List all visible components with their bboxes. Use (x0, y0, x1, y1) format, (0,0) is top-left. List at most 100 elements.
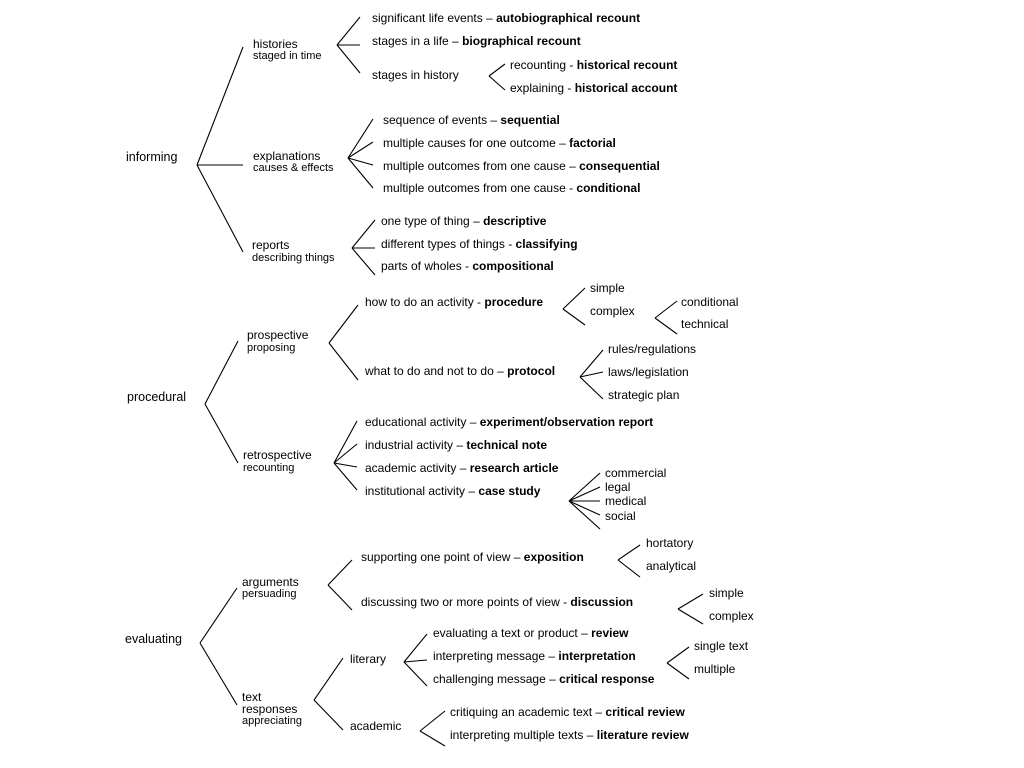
node-academic: academic (350, 719, 401, 733)
branch-interpretation-48 (666, 646, 690, 664)
node-evaluating: evaluating (125, 632, 182, 646)
branch-protocol-24 (579, 371, 604, 378)
node-reports-sub: describing things (252, 252, 335, 264)
branch-literary-47 (403, 661, 428, 687)
branch-discussion-41 (677, 593, 704, 610)
branch-protocol-25 (579, 376, 604, 400)
leaf-procedure-conditional: conditional (681, 295, 738, 309)
node-text-responses-line1: text (242, 690, 262, 704)
leaf-rules-regulations: rules/regulations (608, 342, 696, 356)
leaf-legal: legal (605, 480, 630, 494)
leaf-biographical-recount: stages in a life – biographical recount (372, 34, 581, 48)
node-retrospective-sub: recounting (243, 462, 294, 474)
node-histories-sub: staged in time (253, 50, 321, 62)
node-text-responses-sub: appreciating (242, 715, 302, 727)
branch-case-study-34 (568, 500, 601, 530)
branch-informing-0 (196, 46, 244, 166)
leaf-consequential: multiple outcomes from one cause – conse… (383, 159, 660, 173)
branch-procedure-20 (562, 308, 586, 326)
node-explanations: explanations (253, 149, 320, 163)
branch-prospective-17 (328, 304, 359, 344)
leaf-strategic-plan: strategic plan (608, 388, 679, 402)
branch-histories-5 (336, 44, 361, 74)
branch-explanations-8 (347, 118, 374, 159)
node-arguments: arguments (242, 575, 299, 589)
branch-text-responses-44 (313, 699, 344, 731)
leaf-compositional: parts of wholes - compositional (381, 259, 554, 273)
tree-labels: informing histories staged in time signi… (125, 11, 754, 742)
leaf-autobiographical-recount: significant life events – autobiographic… (372, 11, 640, 25)
branch-exposition-39 (617, 544, 641, 561)
branch-literary-46 (403, 659, 428, 663)
leaf-social: social (605, 509, 636, 523)
leaf-multiple: multiple (694, 662, 736, 676)
node-literary: literary (350, 652, 386, 666)
branch-procedural-15 (204, 340, 239, 405)
branch-arguments-37 (327, 559, 353, 586)
leaf-conditional: multiple outcomes from one cause - condi… (383, 181, 640, 195)
node-retrospective: retrospective (243, 448, 312, 462)
leaf-historical-account: explaining - historical account (510, 81, 677, 95)
leaf-critical-review: critiquing an academic text – critical r… (450, 705, 685, 719)
node-arguments-sub: persuading (242, 588, 296, 600)
branch-exposition-40 (617, 559, 641, 578)
leaf-procedure: how to do an activity - procedure (365, 295, 543, 309)
branch-case-study-31 (568, 486, 601, 502)
leaf-exposition: supporting one point of view – expositio… (361, 550, 584, 564)
node-stages-in-history: stages in history (372, 68, 459, 82)
leaf-discussion-complex: complex (709, 609, 754, 623)
node-procedural: procedural (127, 390, 186, 404)
branch-literary-45 (403, 633, 428, 663)
branch-reports-12 (351, 219, 376, 249)
leaf-procedure-technical: technical (681, 317, 728, 331)
leaf-discussion-simple: simple (709, 586, 744, 600)
branch-interpretation-49 (666, 662, 690, 680)
branch-stages-history-6 (488, 63, 506, 77)
node-informing: informing (126, 150, 177, 164)
branch-case-study-30 (568, 472, 601, 502)
leaf-laws-legislation: laws/legislation (608, 365, 689, 379)
branch-case-study-33 (568, 500, 601, 516)
leaf-commercial: commercial (605, 466, 666, 480)
leaf-analytical: analytical (646, 559, 696, 573)
branch-evaluating-35 (199, 587, 238, 644)
branch-histories-3 (336, 16, 361, 46)
leaf-factorial: multiple causes for one outcome – factor… (383, 136, 616, 150)
branch-procedural-16 (204, 403, 239, 464)
node-prospective-sub: proposing (247, 342, 295, 354)
branch-evaluating-36 (199, 642, 238, 706)
branch-retrospective-27 (333, 443, 358, 464)
leaf-literature-review: interpreting multiple texts – literature… (450, 728, 689, 742)
node-text-responses-line2: responses (242, 702, 297, 716)
branch-procedure-19 (562, 287, 586, 310)
leaf-single-text: single text (694, 639, 749, 653)
branch-explanations-11 (347, 157, 374, 189)
leaf-research-article: academic activity – research article (365, 461, 559, 475)
leaf-discussion: discussing two or more points of view - … (361, 595, 633, 609)
leaf-case-study: institutional activity – case study (365, 484, 541, 498)
leaf-protocol: what to do and not to do – protocol (364, 364, 555, 378)
leaf-review: evaluating a text or product – review (433, 626, 629, 640)
node-prospective: prospective (247, 328, 309, 342)
branch-protocol-23 (579, 349, 604, 378)
branch-complex-21 (654, 300, 678, 319)
leaf-procedure-complex: complex (590, 304, 635, 318)
branch-academic-51 (419, 730, 446, 747)
branch-text-responses-43 (313, 657, 344, 701)
branch-arguments-38 (327, 584, 353, 611)
branch-retrospective-28 (333, 462, 358, 468)
leaf-classifying: different types of things - classifying (381, 237, 578, 251)
branch-prospective-18 (328, 342, 359, 381)
leaf-historical-recount: recounting - historical recount (510, 58, 677, 72)
branch-retrospective-26 (333, 420, 358, 464)
leaf-sequential: sequence of events – sequential (383, 113, 560, 127)
tree-branches (196, 16, 704, 747)
branch-academic-50 (419, 710, 446, 732)
leaf-procedure-simple: simple (590, 281, 625, 295)
leaf-experiment-report: educational activity – experiment/observ… (365, 415, 653, 429)
leaf-descriptive: one type of thing – descriptive (381, 214, 547, 228)
branch-explanations-10 (347, 157, 374, 166)
branch-complex-22 (654, 317, 678, 335)
branch-reports-14 (351, 247, 376, 276)
